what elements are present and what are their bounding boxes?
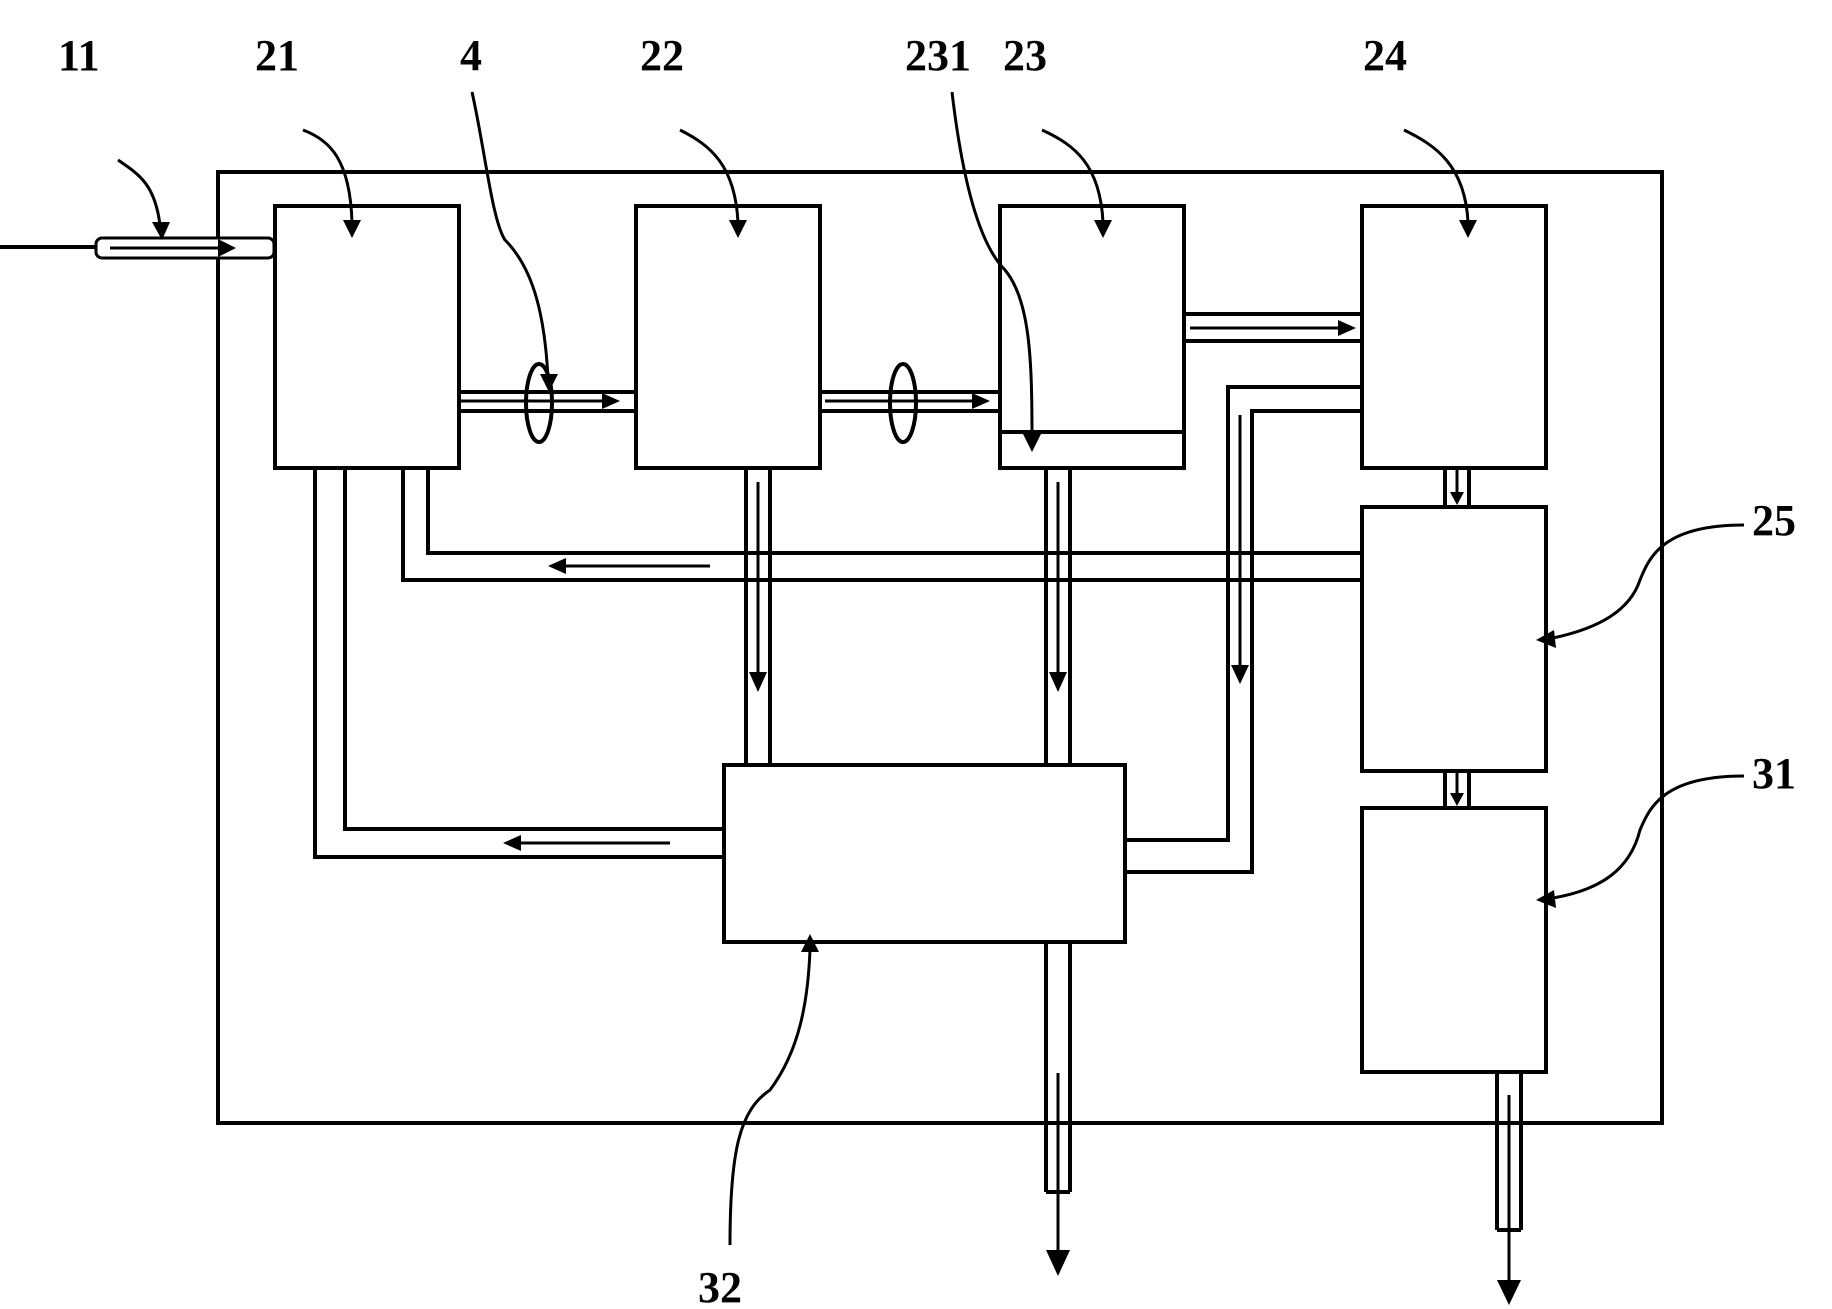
pipe-22-to-23 (820, 390, 1000, 413)
pipe-23-to-24 (1184, 312, 1362, 343)
label-32: 32 (698, 1263, 742, 1309)
pipe-24-to-32 (1125, 385, 1362, 874)
label-25: 25 (1752, 496, 1796, 545)
label-22: 22 (640, 31, 684, 80)
unit-31-box (1360, 806, 1548, 1074)
pipe-32-to-21 (313, 468, 724, 859)
unit-25-box (1360, 505, 1548, 773)
pipe-25-to-31 (1443, 771, 1471, 808)
unit-24-box (1360, 204, 1548, 470)
outlet-pipe-32 (1044, 942, 1072, 1276)
valve-4b (888, 362, 918, 444)
outlet-pipe-31 (1495, 1072, 1523, 1305)
pipe-25-to-21 (401, 468, 1362, 582)
label-4: 4 (460, 31, 482, 80)
label-11: 11 (58, 31, 100, 80)
label-21: 21 (255, 31, 299, 80)
label-23: 23 (1003, 31, 1047, 80)
pipe-24-to-25 (1443, 468, 1471, 507)
pipe-23-to-32 (1044, 468, 1072, 765)
inlet-pipe-11 (0, 236, 276, 260)
label-24: 24 (1363, 31, 1407, 80)
unit-21-box (273, 204, 461, 470)
label-31: 31 (1752, 749, 1796, 798)
unit-22-box (634, 204, 822, 470)
valves (524, 362, 918, 444)
label-231: 231 (905, 31, 971, 80)
unit-32-box (722, 763, 1127, 944)
pipes (0, 236, 1523, 1305)
reference-labels: 11 21 4 22 231 23 24 25 31 32 (58, 31, 1796, 1309)
pipe-21-to-22 (459, 390, 636, 413)
pipe-22-to-32 (744, 468, 772, 765)
system-enclosure (216, 170, 1664, 1125)
units (273, 204, 1548, 1074)
valve-4a (524, 362, 554, 444)
leader-lines (117, 91, 1745, 1246)
